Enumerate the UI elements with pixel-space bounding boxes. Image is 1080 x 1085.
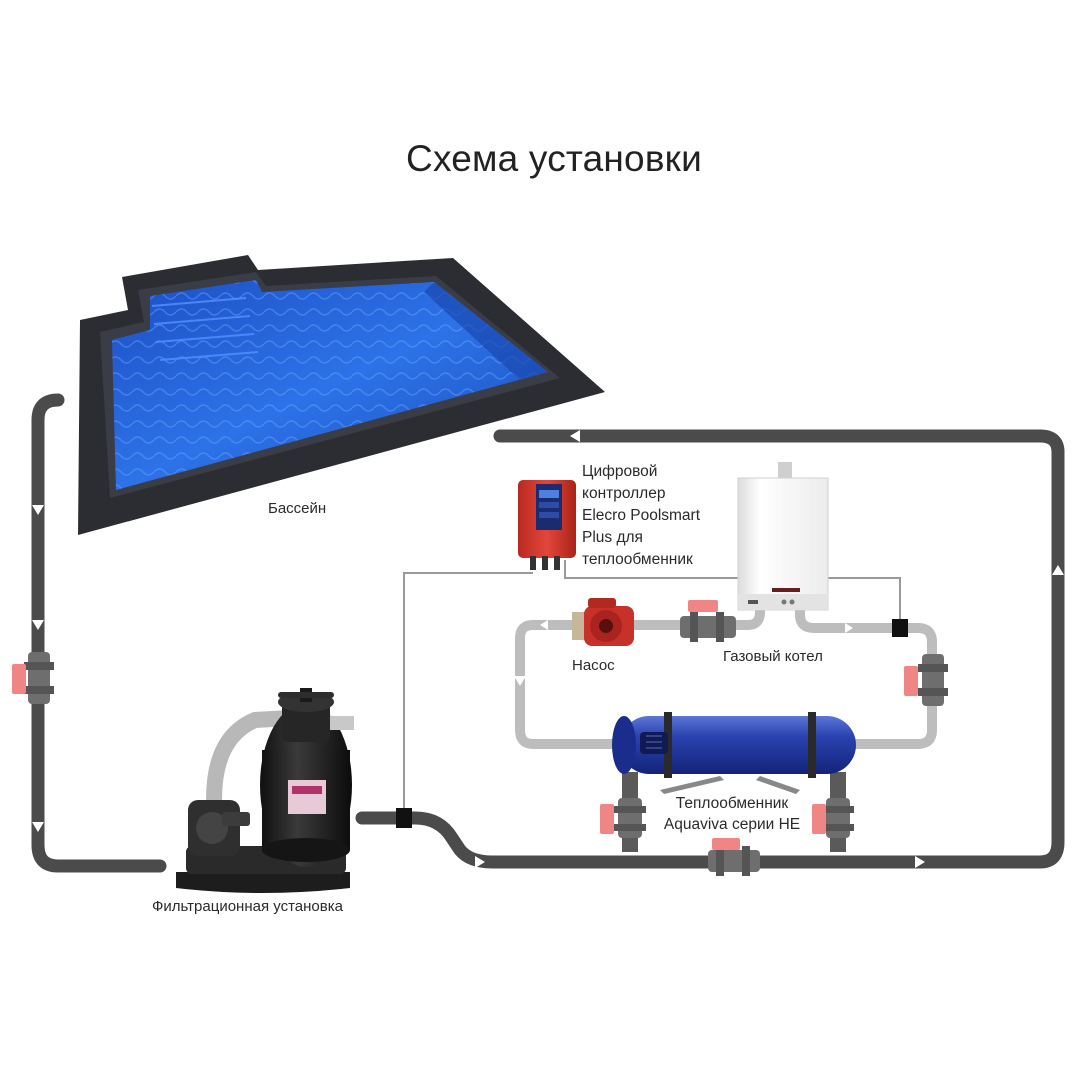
pump-label: Насос [572, 657, 615, 674]
heat-exchanger-label: Теплообменник Aquaviva серии HE [646, 793, 818, 835]
heat-exchanger-icon [612, 712, 856, 852]
controller-label-line: Цифровой [582, 463, 658, 480]
valve-bypass [708, 838, 760, 876]
valve-hx-right [812, 798, 854, 838]
circulation-pump-icon [572, 598, 634, 646]
boiler-label: Газовый котел [723, 648, 823, 665]
heating-flow-arrows [514, 620, 853, 686]
sand-filter-icon [176, 688, 354, 893]
pool-label: Бассейн [268, 500, 327, 517]
controller-label: Цифровой контроллер Elecro Poolsmart Plu… [582, 461, 742, 571]
pool-icon [78, 255, 605, 535]
controller-label-line: теплообменник [582, 551, 693, 568]
heat-exchanger-label-line: Aquaviva серии HE [663, 816, 801, 833]
heating-pipe-loop [515, 598, 937, 749]
controller-label-line: Plus для [582, 529, 643, 546]
valve-left [12, 652, 54, 704]
diagram-title: Схема установки [406, 138, 702, 179]
controller-label-line: контроллер [582, 485, 666, 502]
valve-boiler [680, 600, 736, 642]
filter-label: Фильтрационная установка [152, 898, 343, 915]
controller-label-line: Elecro Poolsmart [582, 507, 701, 524]
supply-pipe [355, 429, 1065, 869]
controller-wires [403, 560, 901, 818]
sensor-clamp-filter [396, 808, 412, 828]
valve-heating-right [904, 654, 948, 706]
heat-exchanger-label-line: Теплообменник [675, 795, 789, 812]
pool-return-pipe [31, 393, 167, 873]
valve-hx-left [600, 798, 646, 838]
ball-valve-icon [12, 600, 948, 876]
flow-arrows [32, 430, 1064, 868]
controller-icon [518, 480, 576, 570]
gas-boiler-icon [737, 462, 829, 611]
main-pipe-loop [31, 393, 1065, 873]
sensor-clamp-heating [892, 619, 908, 637]
